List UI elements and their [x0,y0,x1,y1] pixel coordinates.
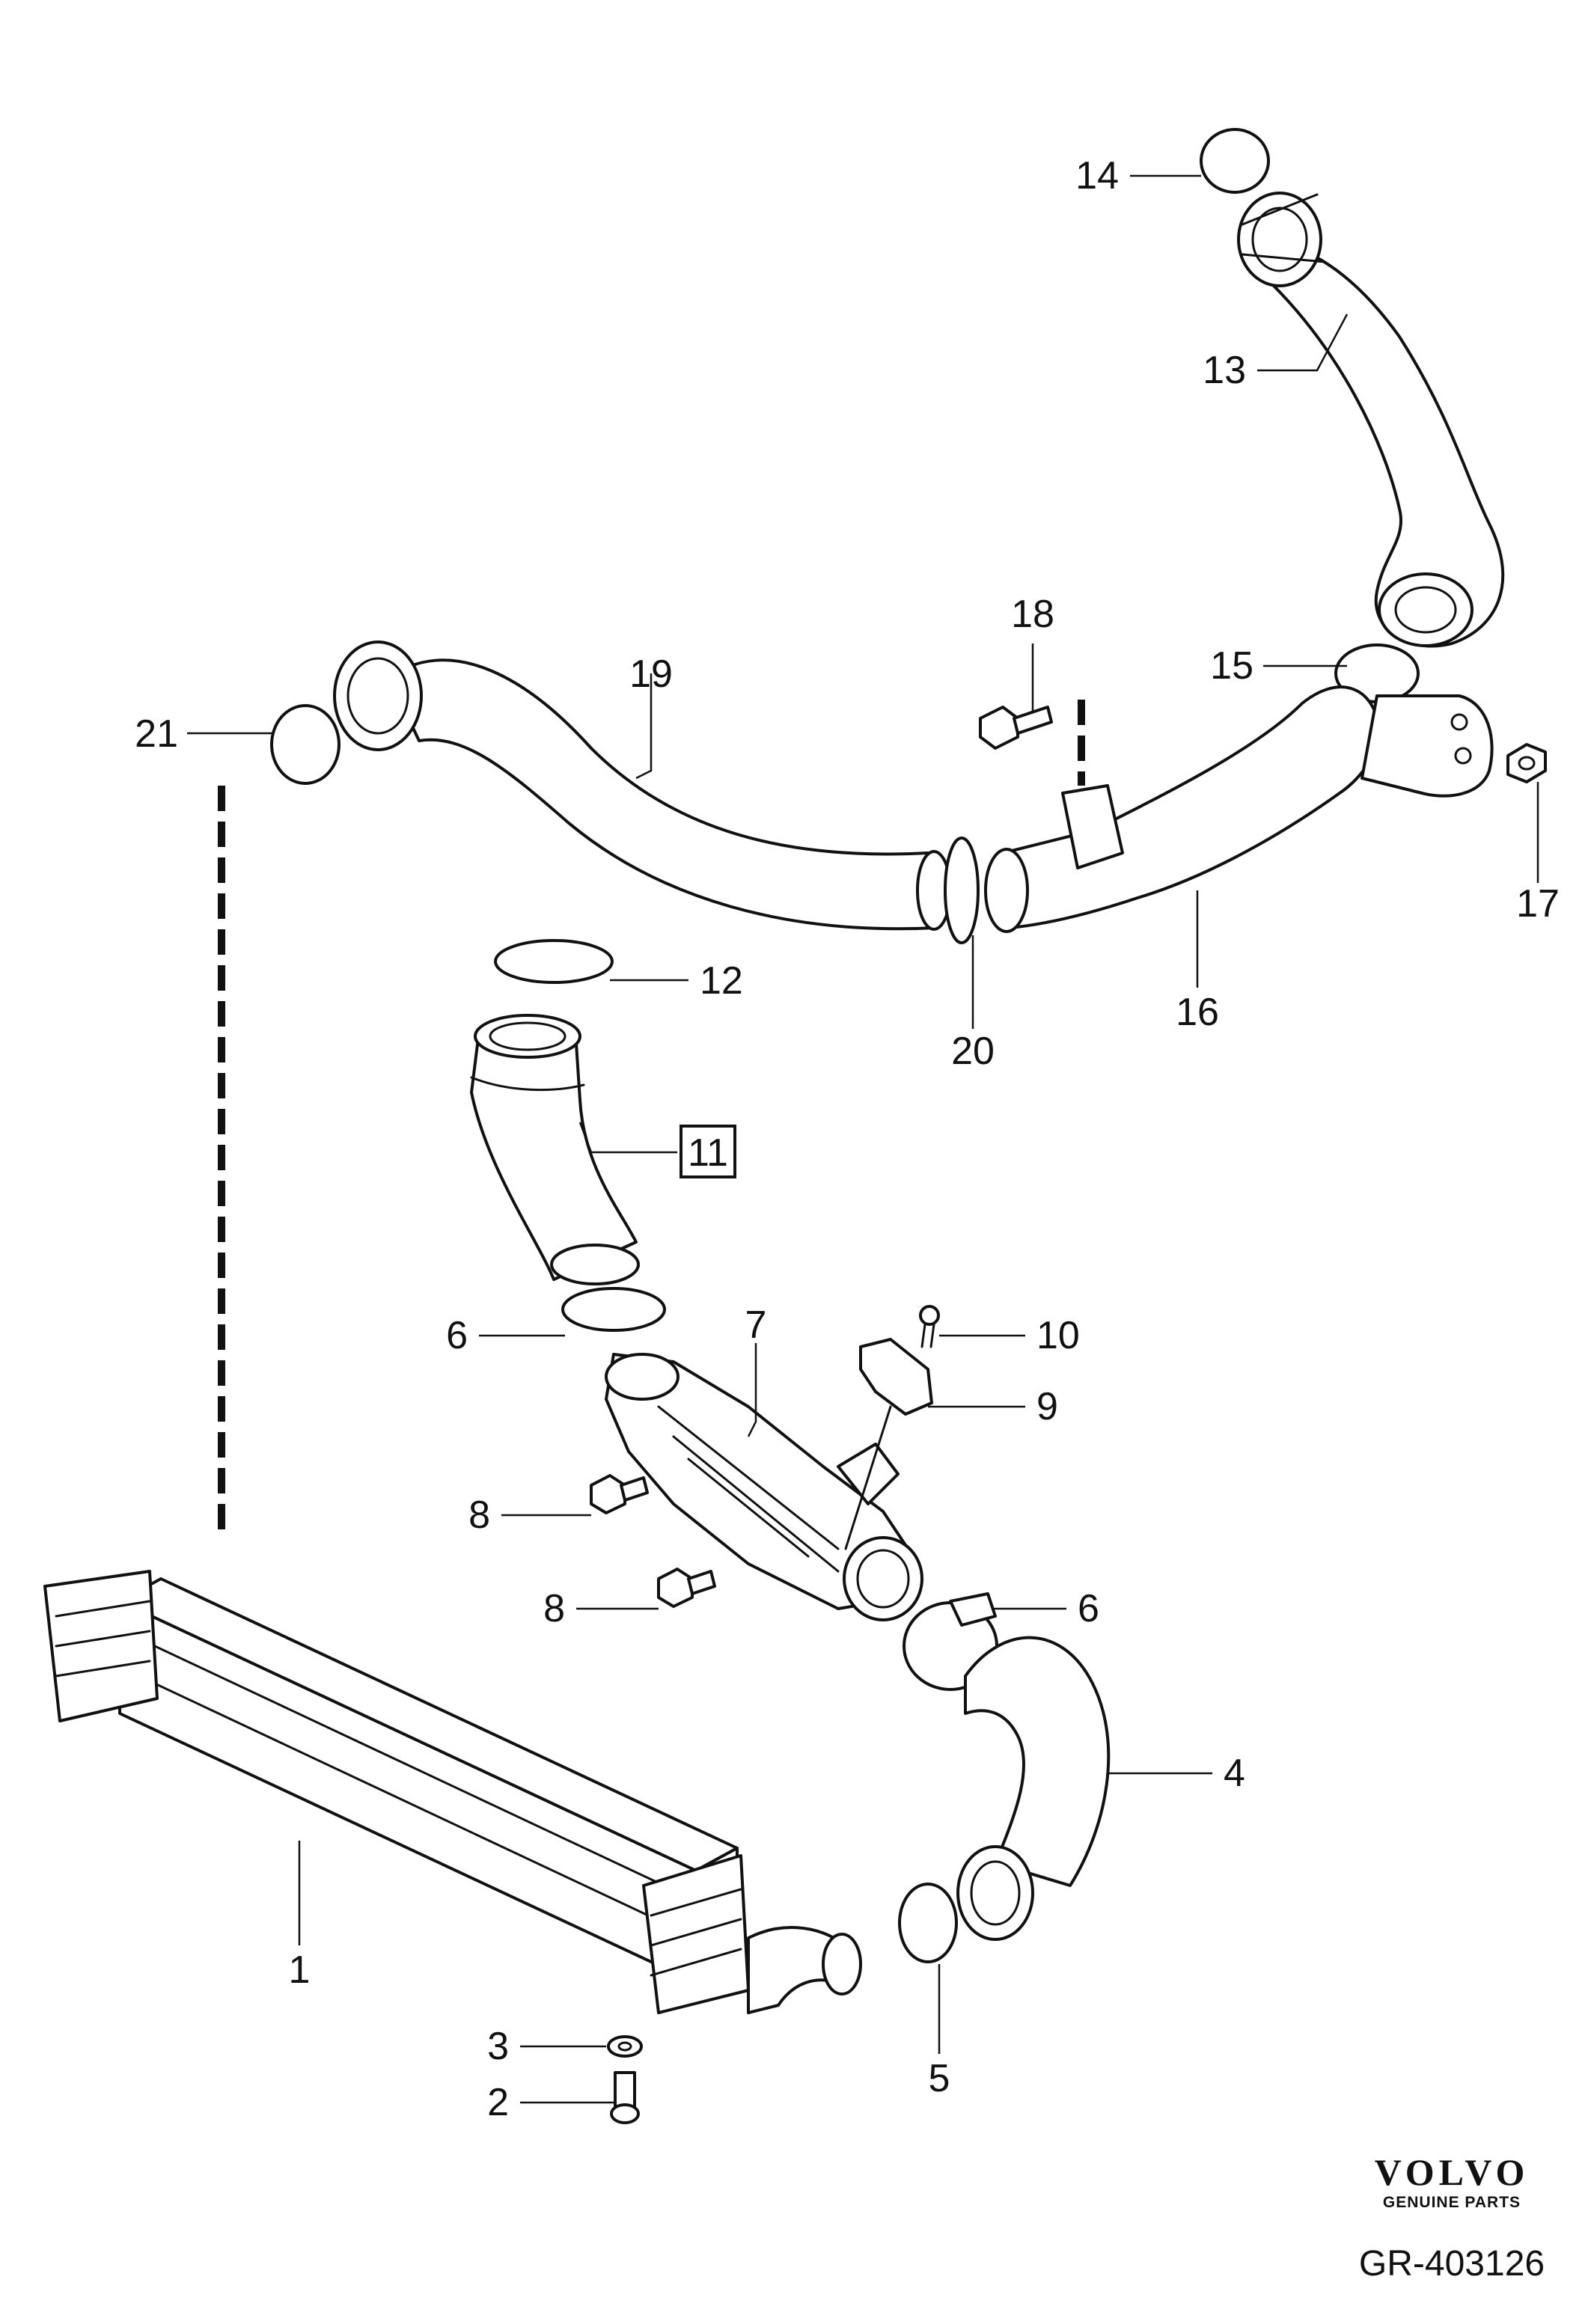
callout-9: 9 [1036,1385,1058,1428]
part-21-o-ring [270,704,341,785]
part-14-o-ring [1200,128,1270,194]
callout-5: 5 [929,2057,950,2100]
part-7-intake-pipe [605,1353,923,1621]
callout-4: 4 [1224,1752,1245,1795]
callout-11: 11 [688,1131,728,1175]
part-16-charge-pipe [984,685,1494,933]
callout-7: 7 [745,1303,767,1347]
callout-14: 14 [1075,154,1119,198]
volvo-logo: VOLVO GENUINE PARTS [1340,2153,1564,2212]
part-12-o-ring [494,939,614,984]
part-5-o-ring [898,1883,958,1963]
callout-17: 17 [1516,882,1560,926]
part-3-washer [607,2035,643,2058]
part-11-pipe-elbow [470,1014,640,1285]
callout-labels: 14 13 15 18 17 16 19 21 20 12 11 6 7 10 … [135,154,1560,2124]
part-10-screw [919,1305,940,1348]
callout-12: 12 [700,959,743,1003]
diagram-reference: GR-403126 [1358,2244,1545,2284]
callout-3: 3 [487,2025,509,2068]
part-2-bolt [610,2071,640,2124]
callout-8-upper: 8 [468,1493,490,1537]
leader-lines [187,174,1539,2104]
brand-name: VOLVO [1374,2151,1530,2193]
callout-2: 2 [487,2081,509,2124]
callout-8-lower: 8 [543,1587,565,1630]
callout-15: 15 [1210,644,1253,688]
callout-10: 10 [1036,1314,1080,1357]
callout-20: 20 [951,1030,995,1073]
part-17-nut [1506,743,1547,783]
callout-16: 16 [1176,991,1219,1034]
callout-19: 19 [629,652,673,696]
callout-1: 1 [289,1948,311,1992]
part-8-bolt-lower [657,1568,716,1608]
part-8-bolt-upper [590,1474,649,1514]
brand-tagline: GENUINE PARTS [1382,2194,1521,2211]
callout-13: 13 [1203,349,1246,392]
callout-6-upper: 6 [446,1314,468,1357]
part-19-long-hose [333,640,952,931]
part-18-bolt [979,706,1053,750]
part-1-intercooler [43,1570,862,2014]
part-4-hose [956,1636,1111,1941]
part-6-upper-clamp [561,1287,666,1332]
callout-11-box [680,1125,736,1178]
callout-21: 21 [135,712,178,756]
callout-6-lower: 6 [1078,1587,1099,1630]
part-13-upper-hose [1237,192,1505,648]
part-9-sensor [844,1338,933,1550]
callout-18: 18 [1011,593,1054,636]
part-20-clamp [944,837,980,944]
